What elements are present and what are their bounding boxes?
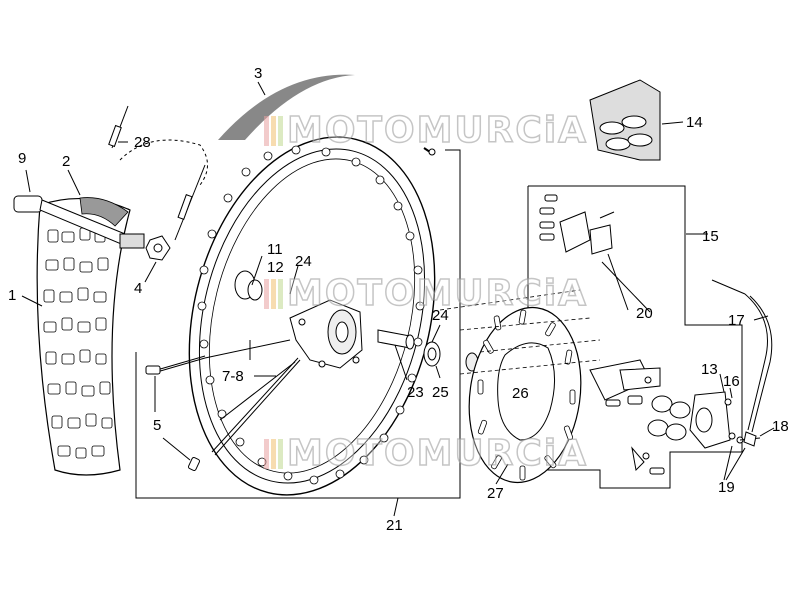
callout-5: 5 bbox=[153, 417, 162, 434]
leader-lines bbox=[21, 81, 775, 517]
callout-11: 11 bbox=[267, 241, 283, 258]
brake-hose bbox=[711, 279, 773, 433]
bracket-15 bbox=[527, 185, 743, 489]
bracket-21 bbox=[135, 149, 461, 499]
brake-pad-kit bbox=[539, 194, 615, 255]
callout-4: 4 bbox=[134, 280, 143, 297]
watermark-bar-2 bbox=[271, 278, 276, 309]
callout-17: 17 bbox=[728, 312, 745, 329]
callout-20: 20 bbox=[636, 305, 653, 322]
callout-25: 25 bbox=[432, 384, 449, 401]
brake-disc bbox=[468, 306, 582, 484]
callout-12: 12 bbox=[267, 259, 284, 276]
callout-13: 13 bbox=[701, 361, 718, 378]
watermark-bars bbox=[264, 115, 283, 146]
watermark-text: MOTOMURCiA bbox=[286, 432, 588, 475]
disc-holes bbox=[477, 309, 576, 481]
dashed-leaders bbox=[439, 289, 601, 375]
callout-2: 2 bbox=[62, 153, 71, 170]
callout-24-right: 24 bbox=[432, 307, 449, 324]
watermark-bar-2 bbox=[271, 438, 276, 469]
callout-28: 28 bbox=[134, 134, 151, 151]
rim-stripe bbox=[218, 74, 355, 140]
callout-24-left: 24 bbox=[295, 253, 312, 270]
speedometer-cable bbox=[108, 105, 208, 241]
watermark-top: MOTOMURCiA bbox=[264, 109, 588, 152]
callout-18: 18 bbox=[772, 418, 789, 435]
tire bbox=[36, 197, 131, 476]
callout-27: 27 bbox=[487, 485, 504, 502]
callout-26: 26 bbox=[512, 385, 529, 402]
callout-16: 16 bbox=[723, 373, 740, 390]
watermark-bars bbox=[264, 278, 283, 309]
spokes bbox=[145, 339, 301, 471]
watermark-text: MOTOMURCiA bbox=[286, 272, 588, 315]
watermark-text: MOTOMURCiA bbox=[286, 109, 588, 152]
callout-15: 15 bbox=[702, 228, 719, 245]
callout-23: 23 bbox=[407, 384, 424, 401]
callout-7-8: 7-8 bbox=[222, 368, 244, 385]
axle bbox=[13, 195, 145, 249]
caliper bbox=[589, 359, 761, 475]
watermark-bar-3 bbox=[278, 438, 283, 469]
watermark-bar-1 bbox=[264, 438, 269, 469]
pad-box bbox=[589, 79, 661, 161]
watermark-middle: MOTOMURCiA bbox=[264, 272, 588, 315]
watermark-bar-3 bbox=[278, 115, 283, 146]
callout-19: 19 bbox=[718, 479, 735, 496]
callout-3: 3 bbox=[254, 65, 263, 82]
watermark-bar-3 bbox=[278, 278, 283, 309]
bracket-lines bbox=[135, 149, 743, 499]
watermark-bars bbox=[264, 438, 283, 469]
callout-21: 21 bbox=[386, 517, 403, 534]
watermark-bar-2 bbox=[271, 115, 276, 146]
hub bbox=[234, 270, 479, 372]
watermark-bar-1 bbox=[264, 115, 269, 146]
rim-holes bbox=[197, 145, 425, 485]
callout-9: 9 bbox=[18, 150, 27, 167]
watermark-bar-1 bbox=[264, 278, 269, 309]
watermark-bottom: MOTOMURCiA bbox=[264, 432, 588, 475]
callout-14: 14 bbox=[686, 114, 703, 131]
callout-1: 1 bbox=[8, 287, 17, 304]
nut bbox=[145, 235, 171, 261]
